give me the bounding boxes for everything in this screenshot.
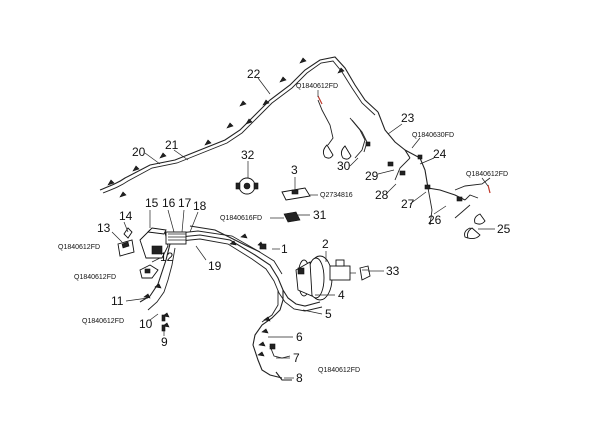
- callout-10: 10: [139, 317, 153, 331]
- callout-11: 11: [111, 294, 124, 308]
- bolt-9: [161, 314, 166, 332]
- callout-30: 30: [337, 159, 351, 173]
- bracket-33: [359, 265, 371, 281]
- part-code-q1840612fd-right: Q1840612FD: [466, 171, 508, 178]
- leader-lines: [111, 77, 495, 379]
- callout-16: 16: [162, 196, 176, 210]
- callout-17: 17: [178, 196, 192, 210]
- callout-5: 5: [325, 307, 332, 321]
- clip-25: [467, 227, 481, 240]
- upper-brake-line: [99, 56, 379, 198]
- callout-31: 31: [313, 208, 327, 222]
- callout-18: 18: [193, 199, 207, 213]
- callout-1: 1: [281, 242, 288, 256]
- part-code-q1840612fd-left3: Q1840612FD: [82, 318, 124, 325]
- clip-1: [259, 243, 267, 250]
- callout-6: 6: [296, 330, 303, 344]
- callout-8: 8: [296, 371, 303, 385]
- callout-25: 25: [497, 222, 511, 236]
- callout-14: 14: [119, 209, 133, 223]
- callout-32: 32: [241, 148, 255, 162]
- proportioning-valve: [235, 177, 259, 195]
- callout-28: 28: [375, 188, 389, 202]
- part-code-q1840630fd: Q1840630FD: [412, 132, 454, 139]
- part-code-q1840616fd: Q1840616FD: [220, 215, 262, 222]
- bracket-3: [281, 187, 311, 201]
- center-brake-lines: [139, 225, 323, 379]
- callout-2: 2: [322, 237, 329, 251]
- part-code-q1840612fd-bottom: Q1840612FD: [318, 367, 360, 374]
- hose-end-8: [275, 371, 292, 381]
- callout-13: 13: [97, 221, 111, 235]
- bracket-7: [269, 343, 291, 359]
- callout-33: 33: [386, 264, 400, 278]
- clip-31: [283, 211, 301, 223]
- part-code-q1840612fd-top: Q1840612FD: [296, 83, 338, 90]
- callout-21: 21: [165, 138, 179, 152]
- callout-20: 20: [132, 145, 146, 159]
- callout-24: 24: [433, 147, 447, 161]
- callout-3: 3: [291, 163, 298, 177]
- part-code-q2734816: Q2734816: [320, 192, 353, 199]
- bracket-assembly: [117, 227, 135, 257]
- callout-29: 29: [365, 169, 379, 183]
- callout-26: 26: [428, 213, 442, 227]
- callout-22: 22: [247, 67, 261, 81]
- callout-7: 7: [293, 351, 300, 365]
- callout-12: 12: [160, 250, 174, 264]
- part-code-labels: Q1840612FD Q1840630FD Q1840612FD Q273481…: [58, 83, 508, 374]
- callout-19: 19: [208, 259, 222, 273]
- part-code-q1840612fd-left: Q1840612FD: [58, 244, 100, 251]
- bracket-12: [139, 264, 159, 279]
- line-clip-icon: [107, 57, 345, 198]
- callout-numbers: 1 2 3 4 5 6 7 8 9 10 11 12 13 14 15 16 1…: [97, 67, 511, 385]
- part-code-q1840612fd-left2: Q1840612FD: [74, 274, 116, 281]
- callout-4: 4: [338, 288, 345, 302]
- abs-hydraulic-unit: [139, 227, 187, 259]
- callout-15: 15: [145, 196, 159, 210]
- brake-booster: [295, 255, 356, 301]
- callout-9: 9: [161, 335, 168, 349]
- callout-27: 27: [401, 197, 415, 211]
- callout-23: 23: [401, 111, 415, 125]
